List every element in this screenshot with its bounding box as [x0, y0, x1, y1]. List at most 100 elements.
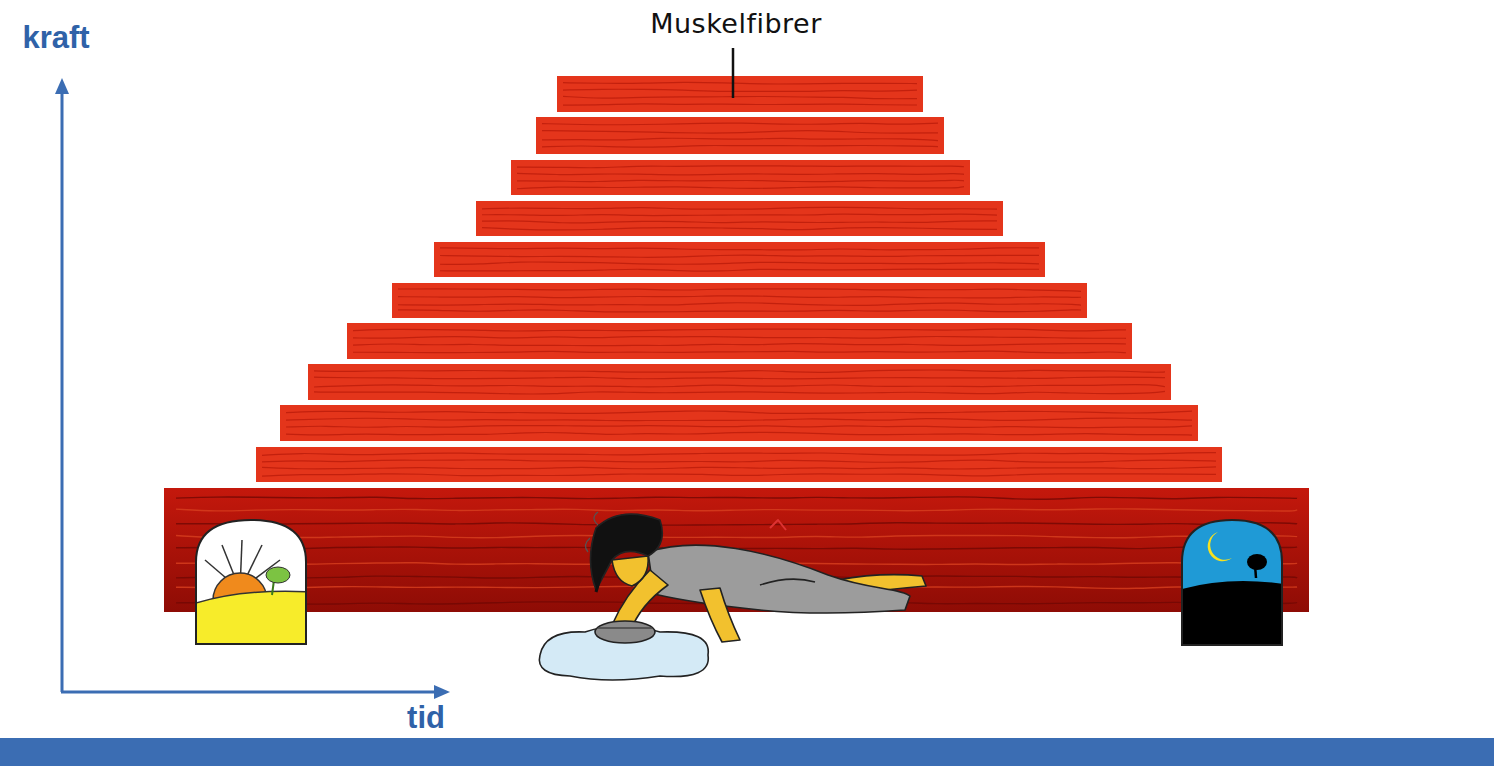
fibre-grain: [482, 214, 997, 215]
fibre-grain: [517, 180, 964, 181]
muscle-fibre-bar: [434, 242, 1045, 277]
fibre-grain: [286, 411, 1192, 413]
fibre-grain: [262, 467, 1216, 469]
fibre-grain: [353, 344, 1126, 346]
fibre-grain: [482, 207, 997, 209]
fibre-grain: [542, 131, 938, 134]
muscle-fibre-bar: [392, 283, 1087, 318]
fibre-grain: [262, 453, 1216, 456]
hill: [1178, 581, 1290, 650]
muscle-fibre-bar: [256, 447, 1222, 482]
footer-band: [0, 738, 1494, 766]
muscle-fibre: [347, 323, 1132, 359]
apron-bow: [770, 520, 786, 530]
leader-line: [732, 48, 735, 98]
fibre-grain: [286, 432, 1192, 435]
fibre-grain: [353, 329, 1126, 331]
tree: [266, 567, 290, 583]
muscle-fibre: [256, 447, 1222, 482]
muscle-fibre-bar: [476, 201, 1003, 236]
fibre-grain: [563, 104, 917, 105]
fibre-grain: [398, 310, 1081, 312]
fibre-grain: [286, 426, 1192, 428]
icon-frame: [196, 520, 306, 644]
fibre-grain: [314, 377, 1165, 379]
fibre-grain: [440, 269, 1039, 271]
muscle-fibres: [164, 76, 1309, 612]
axis-label: kraft: [22, 20, 89, 56]
tree: [1247, 554, 1267, 570]
night-icon: [1178, 520, 1290, 650]
fibre-grain: [314, 370, 1165, 372]
fibre-grain: [542, 146, 938, 148]
muscle-fibre-bar: [280, 405, 1198, 441]
time-axis: [61, 691, 436, 694]
force-axis: [61, 92, 64, 692]
muscle-fibre: [392, 283, 1087, 318]
icon-frame: [1182, 520, 1282, 645]
sunrise-scene: [190, 540, 312, 650]
fibre-grain: [563, 82, 917, 84]
muscle-fibre: [280, 405, 1198, 441]
fibre-grain: [440, 248, 1039, 250]
muscle-fibre-bar: [557, 76, 923, 112]
hair-strand: [596, 578, 600, 592]
fibre-grain: [262, 474, 1216, 476]
fibre-grain: [517, 166, 964, 168]
fibre-grain: [482, 228, 997, 230]
fibre-grain: [353, 336, 1126, 338]
hill: [190, 591, 312, 650]
fibre-grain: [440, 255, 1039, 257]
fibre-grain: [353, 351, 1126, 353]
motion-lines: [585, 512, 598, 552]
fibre-grain: [176, 523, 1297, 525]
callout-label: Muskelfibrer: [650, 8, 822, 39]
fibre-grain: [482, 221, 997, 223]
moon: [1208, 532, 1232, 561]
base-muscle-fibre: [164, 488, 1309, 612]
fibre-grain: [314, 385, 1165, 387]
axis-arrowhead: [434, 685, 450, 699]
fibre-grain: [286, 418, 1192, 420]
dress: [648, 545, 910, 613]
muscle-fibre: [536, 117, 944, 154]
fibre-grain: [398, 296, 1081, 298]
muscle-fibre: [511, 160, 970, 195]
dress-fold: [760, 579, 815, 585]
fibre-grain: [517, 187, 964, 189]
scrub-brush: [595, 621, 655, 643]
fibre-grain: [398, 303, 1081, 306]
fibre-grain: [563, 96, 917, 98]
muscle-fibre: [308, 364, 1171, 400]
fibre-grain: [542, 138, 938, 140]
night-scene: [1178, 532, 1290, 650]
fibre-grain: [542, 123, 938, 125]
muscle-fibre-bar: [536, 117, 944, 154]
fibre-grain: [398, 289, 1081, 292]
fibre-grain: [440, 262, 1039, 264]
fibre-grain: [176, 509, 1297, 511]
fibre-grain: [314, 391, 1165, 394]
face: [612, 556, 648, 586]
sunrise-icon: [190, 520, 312, 650]
scrubbing-woman: [539, 512, 926, 680]
fibre-grain: [176, 535, 1297, 537]
axis-label: tid: [407, 700, 445, 736]
fibre-grain: [517, 173, 964, 174]
axis-arrowhead: [55, 78, 69, 94]
arm: [700, 588, 740, 642]
fibre-grain: [563, 89, 917, 91]
muscle-fibre-bar: [347, 323, 1132, 359]
muscle-fibre-bar: [511, 160, 970, 195]
brush-bristles: [598, 627, 652, 629]
fibre-grain: [176, 497, 1297, 499]
muscle-fibre: [434, 242, 1045, 277]
fibre-grain: [262, 460, 1216, 462]
muscle-fibre-bar: [308, 364, 1171, 400]
muscle-fibre: [476, 201, 1003, 236]
muscle-fibre: [557, 76, 923, 112]
muscle-fibre: [164, 488, 1309, 612]
